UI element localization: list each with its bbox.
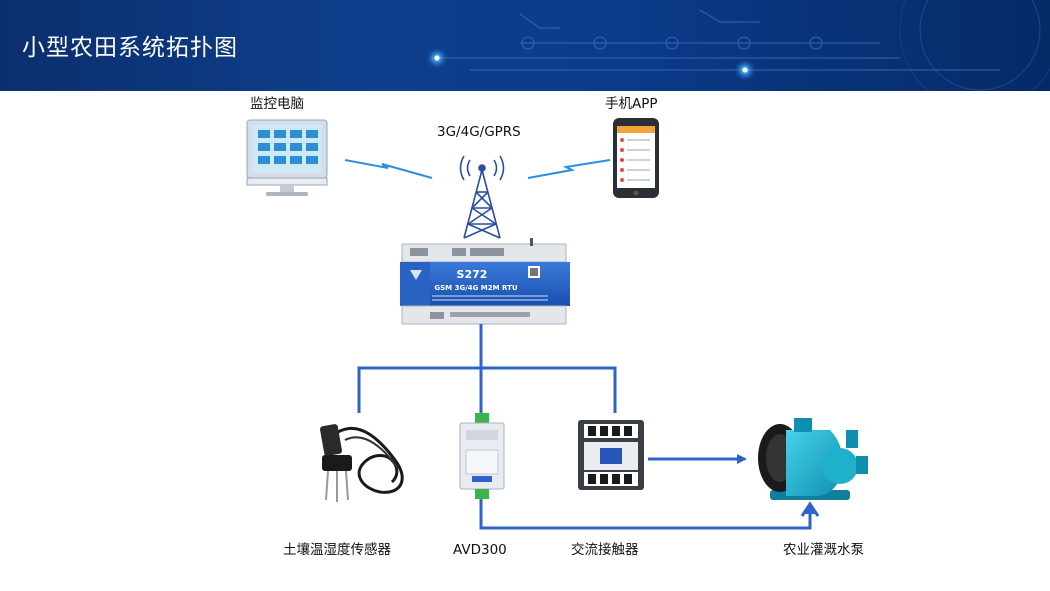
wiring [357, 324, 812, 530]
avd300-label: AVD300 [453, 542, 507, 558]
soil-sensor-icon [320, 424, 404, 502]
avd300-device-icon [459, 413, 505, 499]
wireless-link-right [527, 159, 611, 179]
circuit-decoration [425, 0, 1050, 91]
page-title: 小型农田系统拓扑图 [22, 35, 238, 61]
mobile-app-label: 手机APP [605, 96, 658, 112]
pump-label: 农业灌溉水泵 [783, 542, 864, 558]
rtu-device-s272: S272 GSM 3G/4G M2M RTU [400, 238, 570, 325]
network-label: 3G/4G/GPRS [437, 124, 521, 140]
monitor-pc-label: 监控电脑 [250, 96, 304, 112]
mobile-phone-icon [613, 118, 659, 198]
header-banner: 小型农田系统拓扑图 [0, 0, 1050, 91]
monitor-pc-icon [246, 119, 328, 196]
water-pump-icon [758, 418, 868, 500]
contactor-icon [578, 420, 644, 490]
rtu-subtitle-label: GSM 3G/4G M2M RTU [434, 284, 518, 292]
rtu-model-label: S272 [457, 268, 488, 281]
signal-tower-icon [459, 155, 505, 239]
wireless-link-left [344, 159, 433, 179]
pump-arrow-head [800, 501, 820, 517]
contactor-label: 交流接触器 [571, 542, 639, 558]
soil-sensor-label: 土壤温湿度传感器 [283, 542, 391, 558]
